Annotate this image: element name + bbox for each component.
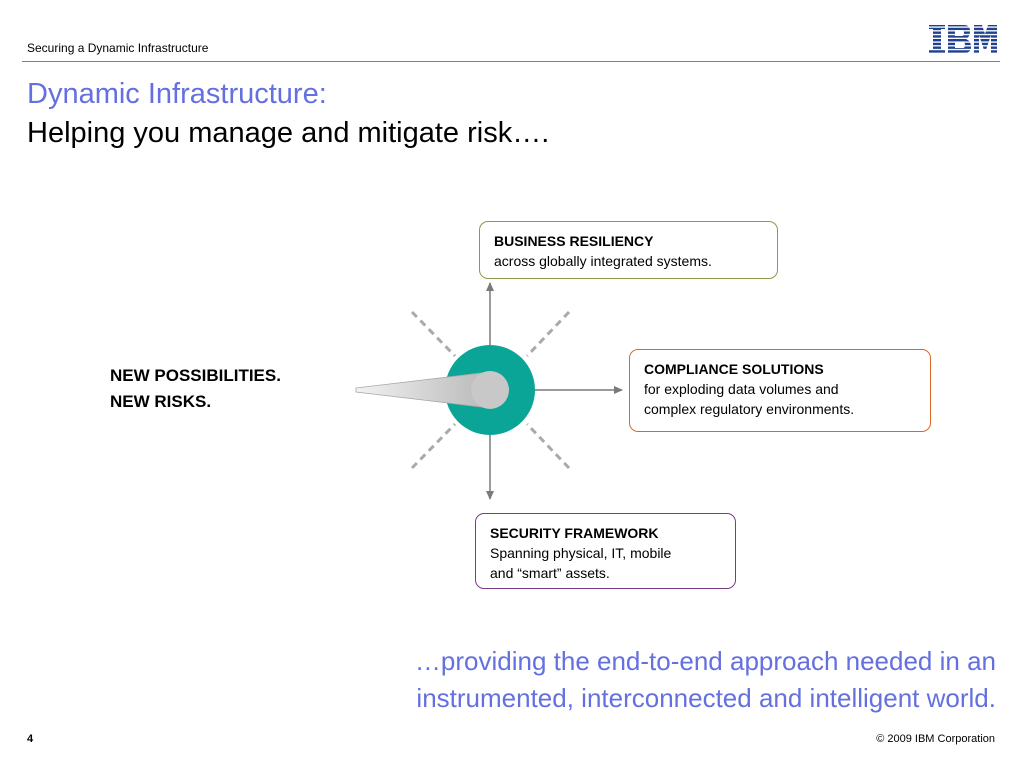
dashed-rays	[410, 310, 571, 470]
tagline: …providing the end-to-end approach neede…	[414, 646, 996, 713]
page-number: 4	[27, 733, 34, 745]
box-description: for exploding data volumes and complex r…	[644, 381, 855, 417]
header-title: Securing a Dynamic Infrastructure	[27, 41, 209, 55]
box-title: COMPLIANCE SOLUTIONS	[644, 361, 824, 377]
box-title: BUSINESS RESILIENCY	[494, 233, 654, 249]
slide-title-line2: Helping you manage and mitigate risk….	[27, 117, 550, 149]
ray-bottom-left	[410, 422, 457, 470]
business-resiliency-box: BUSINESS RESILIENCY across globally inte…	[479, 221, 778, 279]
box-title: SECURITY FRAMEWORK	[490, 525, 659, 541]
ray-bottom-right	[525, 422, 571, 470]
copyright: © 2009 IBM Corporation	[876, 733, 995, 745]
new-possibilities-label: NEW POSSIBILITIES. NEW RISKS.	[110, 366, 281, 411]
ray-top-left	[410, 310, 457, 358]
connector-arrows	[486, 282, 623, 500]
ray-top-right	[525, 310, 571, 358]
box-description: across globally integrated systems.	[494, 253, 712, 269]
ibm-logo	[929, 25, 997, 53]
box-description: Spanning physical, IT, mobile and “smart…	[490, 545, 672, 581]
pointer-wedge	[355, 371, 491, 409]
compliance-solutions-box: COMPLIANCE SOLUTIONS for exploding data …	[629, 349, 931, 432]
slide-title-line1: Dynamic Infrastructure:	[27, 78, 327, 110]
security-framework-box: SECURITY FRAMEWORK Spanning physical, IT…	[475, 513, 736, 589]
header-divider	[22, 61, 1000, 62]
hub-center-knob	[471, 371, 509, 409]
